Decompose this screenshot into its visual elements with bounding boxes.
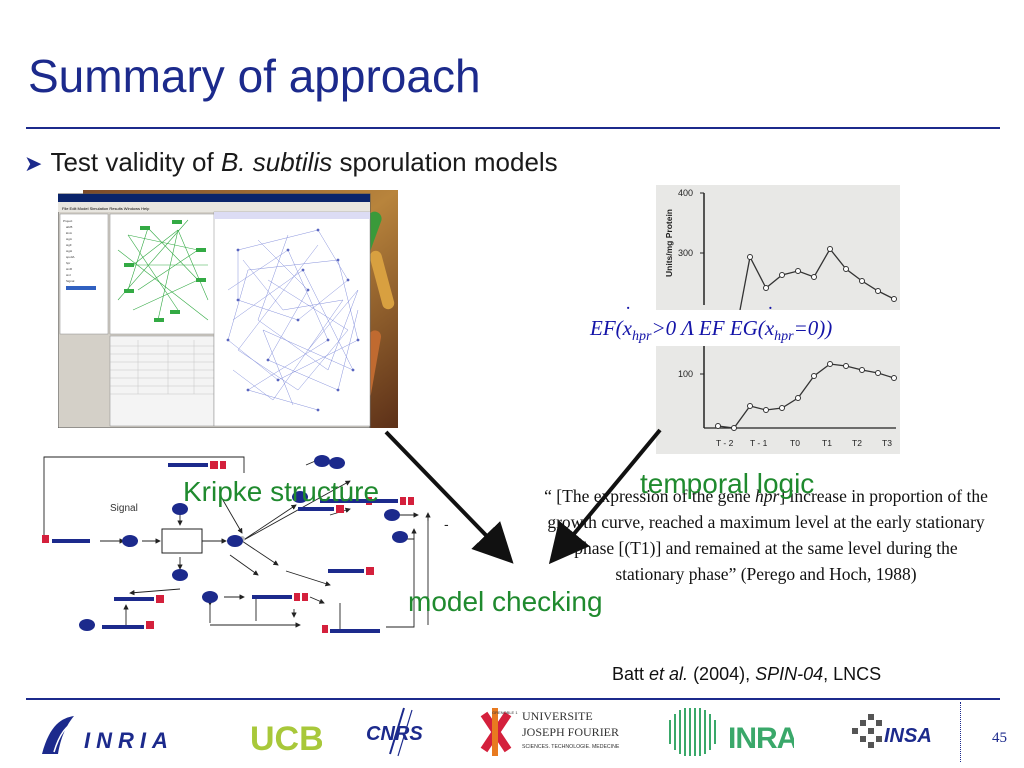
svg-text:spo0A: spo0A <box>66 255 75 259</box>
insa-text: INSA <box>884 725 932 747</box>
ujf-sub: SCIENCES. TECHNOLOGIE. MEDECINE <box>522 744 620 750</box>
svg-text:sinI: sinI <box>66 273 71 277</box>
fingerprint-logo-svg <box>669 708 716 756</box>
inria-logo: INRIA <box>40 714 210 758</box>
svg-text:Signal: Signal <box>66 279 75 283</box>
ujf-logo: GRENOBLE 1 UNIVERSITE JOSEPH FOURIER SCI… <box>478 706 620 758</box>
inria-text: INRIA <box>84 728 174 753</box>
citation: Batt et al. (2004), SPIN-04, LNCS <box>612 664 881 685</box>
cnrs-logo-svg: CNRS <box>366 707 423 757</box>
quote-gene: hpr <box>755 486 780 506</box>
regulatory-network-svg: Signal - <box>42 455 449 633</box>
footer-divider <box>960 702 962 762</box>
bullet-suffix: sporulation models <box>332 147 558 177</box>
formula-var1: x <box>623 316 632 340</box>
svg-text:abrB: abrB <box>66 225 72 229</box>
ucbl-logo: UCBL <box>248 706 344 758</box>
expression-plot-top-svg: 400 300 Units/mg Protein <box>664 188 897 311</box>
expression-plot-bottom-svg: 100 T - 2 T - 1 T0 T1 T2 T3 <box>678 346 897 448</box>
citation-author: Batt <box>612 664 650 684</box>
kripke-structure-label: Kripke structure <box>183 476 380 507</box>
svg-text:sigF: sigF <box>66 243 72 247</box>
plot-tick-300: 300 <box>678 248 693 258</box>
temporal-logic-label: temporal logic <box>640 468 815 499</box>
formula-sub1: hpr <box>631 329 652 345</box>
formula-sub2: hpr <box>774 329 794 345</box>
formula-part3: =0)) <box>793 316 833 340</box>
arrow-logic-to-mc <box>548 428 662 565</box>
plot-xtick-3: T1 <box>822 438 832 448</box>
svg-text:sigA: sigA <box>66 237 72 241</box>
ucbl-logo-svg: UCBL <box>250 720 344 758</box>
bullet-species: B. subtilis <box>220 147 333 177</box>
page-number: 45 <box>992 730 1007 746</box>
citation-venue: SPIN-04 <box>755 664 824 684</box>
bullet-line: ➤ Test validity of B. subtilis sporulatio… <box>24 146 558 180</box>
gna-screenshot: File Edit Model Simulation Results Windo… <box>57 190 398 429</box>
plot-xtick-4: T2 <box>852 438 862 448</box>
quote-before: “ [The expression of the gene <box>544 486 756 506</box>
inra-logo: INRA <box>726 712 799 756</box>
regulatory-network: Signal - <box>30 445 460 645</box>
bullet-prefix: Test validity of <box>50 147 221 177</box>
plot-xtick-2: T0 <box>790 438 800 448</box>
inra-text: INRA <box>728 722 794 755</box>
ujf-logo-svg: GRENOBLE 1 UNIVERSITE JOSEPH FOURIER SCI… <box>480 708 620 756</box>
formula-var2: x <box>765 316 774 340</box>
insa-logo: INSA <box>848 710 944 758</box>
gna-screenshot-image: File Edit Model Simulation Results Windo… <box>57 190 398 429</box>
plot-xtick-1: T - 1 <box>750 438 768 448</box>
footer-rule <box>26 698 1000 700</box>
svg-text:hpr: hpr <box>66 261 70 265</box>
cnrs-text: CNRS <box>366 723 423 745</box>
svg-text:Project: Project <box>63 219 73 223</box>
slide-title: Summary of approach <box>28 50 481 102</box>
bullet-arrow-icon: ➤ <box>24 151 43 176</box>
citation-series: , LNCS <box>823 664 882 684</box>
inra-logo-svg: INRA <box>728 722 799 755</box>
plot-ylabel: Units/mg Protein <box>664 209 674 277</box>
citation-year: (2004), <box>688 664 756 684</box>
plot-xtick-5: T3 <box>882 438 892 448</box>
arrow-kripke-to-mc <box>384 430 514 564</box>
svg-text:kinA: kinA <box>66 231 72 235</box>
inria-logo-svg: INRIA <box>42 716 174 754</box>
signal-label: Signal <box>110 503 138 514</box>
insa-logo-svg: INSA <box>852 714 932 748</box>
formula-part2: >0 Λ EF EG( <box>651 316 765 340</box>
cnrs-logo: CNRS <box>364 704 430 758</box>
svg-text:sinR: sinR <box>66 267 73 271</box>
plot-xtick-0: T - 2 <box>716 438 734 448</box>
ujf-city: GRENOBLE 1 <box>492 710 518 715</box>
literature-quote: “ [The expression of the gene hpr] incre… <box>538 483 994 587</box>
ctl-formula: EF(xhpr>0 Λ EF EG(xhpr=0)) <box>590 316 832 345</box>
fingerprint-logo <box>664 706 720 758</box>
title-underline <box>26 127 1000 129</box>
menu-bar: File Edit Model Simulation Results Windo… <box>62 206 150 211</box>
ujf-top: UNIVERSITE <box>522 709 593 723</box>
formula-part1: EF( <box>590 316 623 340</box>
plot-tick-400: 400 <box>678 188 693 198</box>
svg-text:sigH: sigH <box>66 249 72 253</box>
expression-plot-top: 400 300 Units/mg Protein <box>656 185 900 311</box>
expression-plot-bottom: 100 T - 2 T - 1 T0 T1 T2 T3 <box>656 346 900 454</box>
plot-tick-100: 100 <box>678 369 693 379</box>
citation-etal: et al. <box>649 664 689 684</box>
ucbl-text: UCBL <box>250 720 322 758</box>
ujf-name: JOSEPH FOURIER <box>522 725 619 739</box>
quote-after: ] increase in proportion of the growth c… <box>547 486 988 584</box>
model-checking-label: model checking <box>408 586 603 617</box>
minus-label: - <box>444 516 449 532</box>
